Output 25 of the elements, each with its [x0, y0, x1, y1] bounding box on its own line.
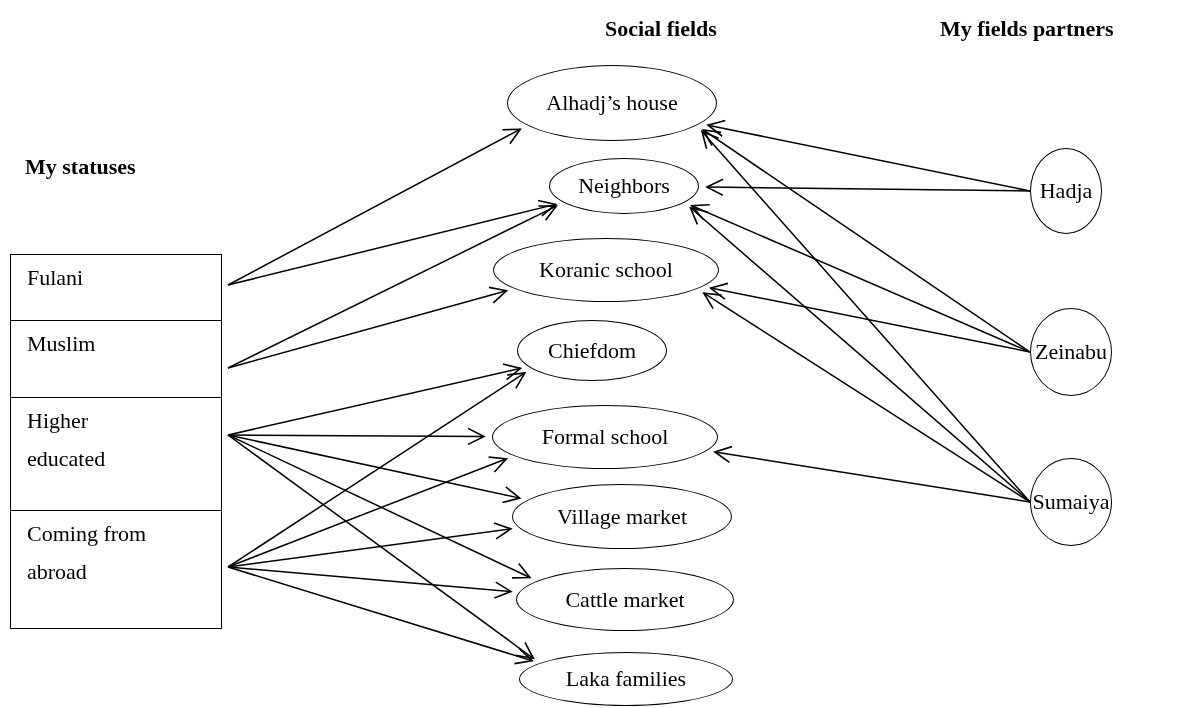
arrow — [227, 128, 522, 286]
arrow — [227, 456, 508, 568]
arrow — [689, 207, 1031, 503]
arrow — [227, 286, 508, 369]
column-heading: My statuses — [25, 154, 136, 180]
arrow — [227, 199, 557, 286]
arrow — [714, 445, 1031, 503]
arrow — [706, 178, 1031, 197]
status-cell: Higher educated — [10, 397, 222, 511]
arrow — [227, 434, 535, 660]
arrow — [703, 292, 1031, 503]
status-cell: Fulani — [10, 254, 222, 321]
arrow — [227, 205, 558, 369]
arrow — [702, 129, 1031, 353]
status-cell: Coming from abroad — [10, 510, 222, 629]
arrow — [691, 203, 1031, 353]
arrow — [227, 434, 531, 579]
column-heading: Social fields — [605, 16, 717, 42]
arrow — [227, 372, 526, 568]
status-cell: Muslim — [10, 320, 222, 398]
arrow — [227, 566, 512, 599]
column-heading: My fields partners — [940, 16, 1114, 42]
arrow — [227, 566, 533, 665]
arrow — [709, 282, 1031, 353]
arrow — [701, 130, 1031, 503]
